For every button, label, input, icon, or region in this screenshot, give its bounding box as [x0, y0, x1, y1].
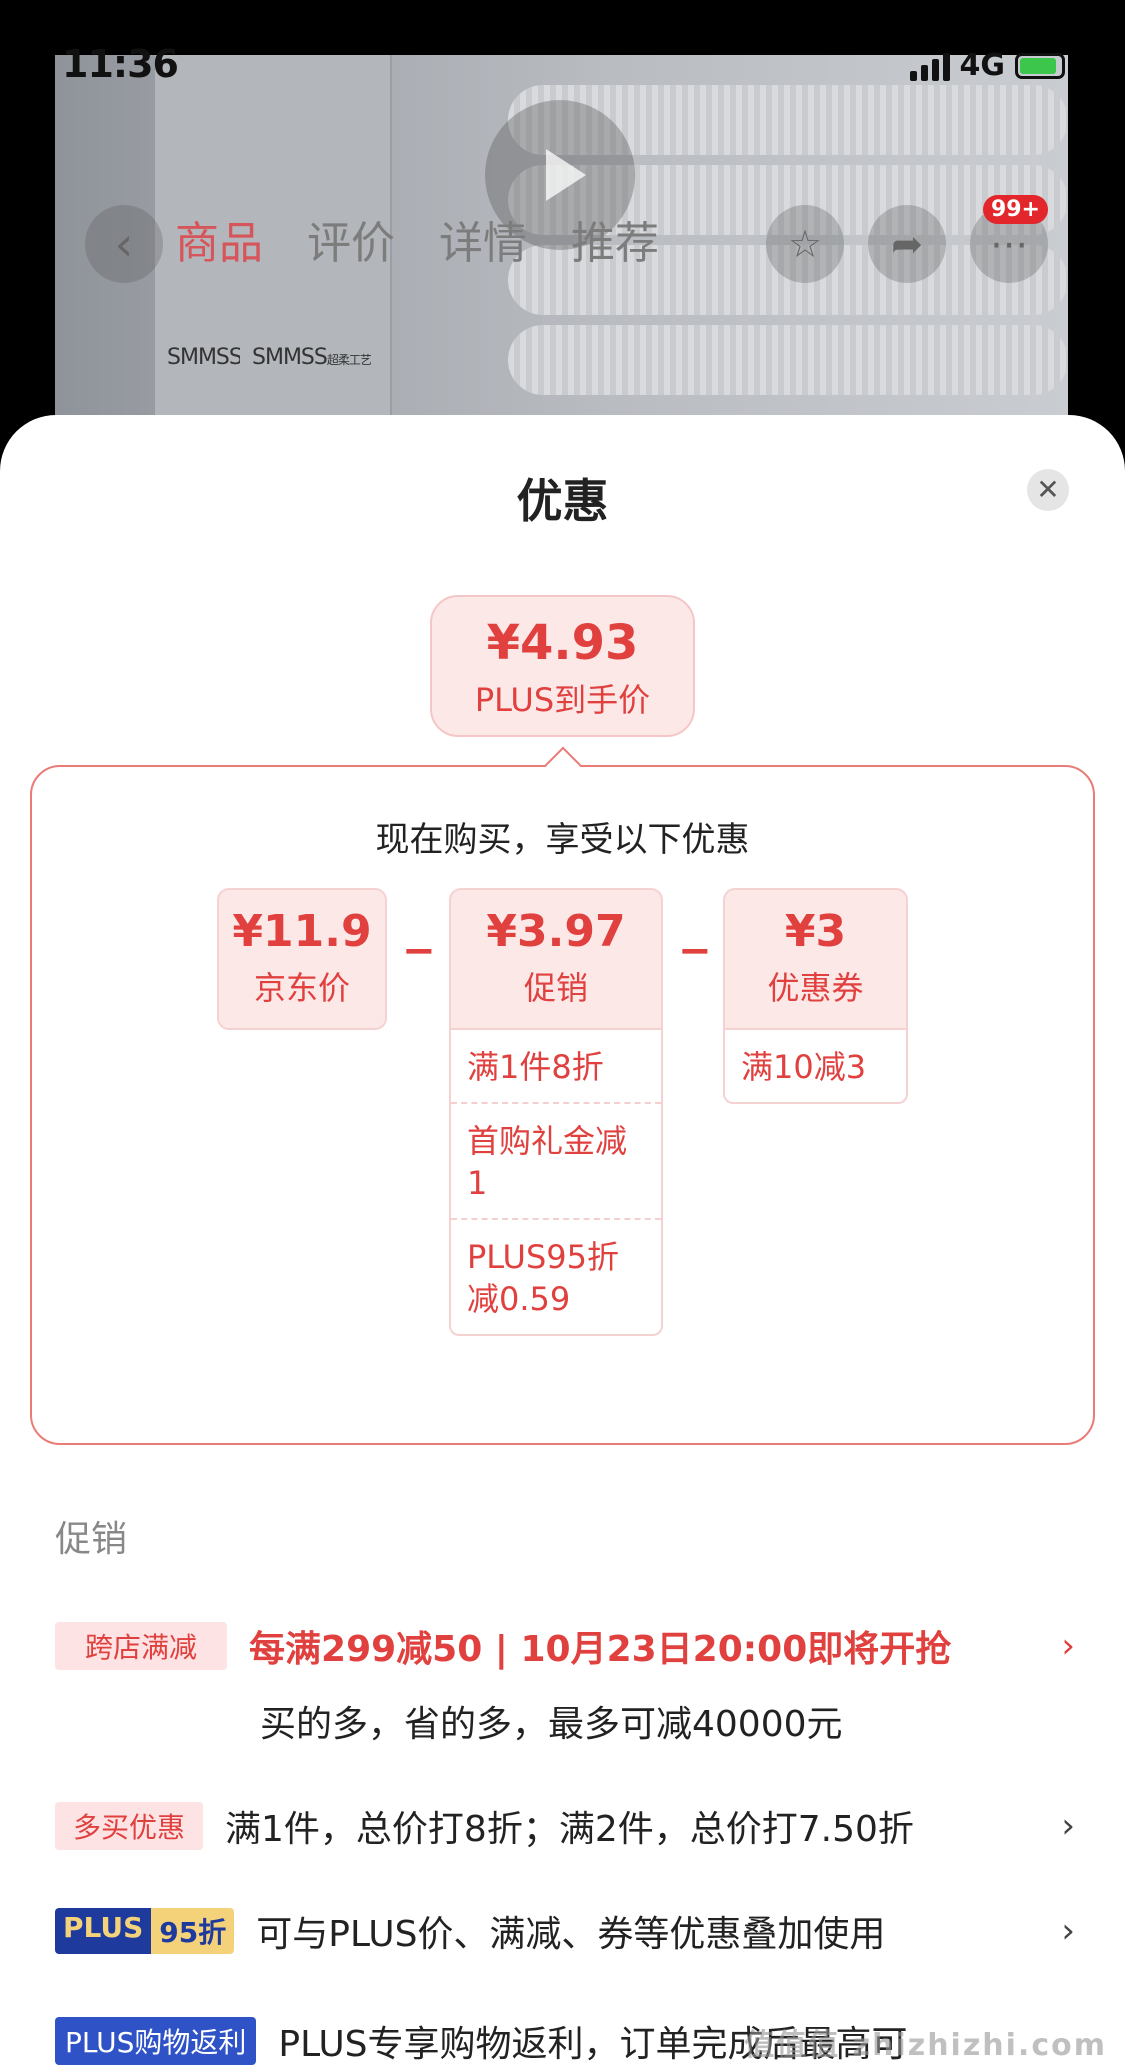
promo-detail-item: 满1件8折: [451, 1030, 661, 1104]
package-brand: SMMSS超柔工艺: [252, 345, 372, 370]
play-video-button[interactable]: [485, 100, 635, 250]
final-price-label: PLUS到手价: [474, 681, 651, 719]
star-icon: ☆: [787, 222, 823, 266]
promo-text: 每满299减50 | 10月23日20:00即将开抢: [249, 1629, 952, 1670]
towel-roll: [508, 325, 1068, 395]
tab-reviews[interactable]: 评价: [307, 218, 395, 269]
product-package: SMMSS超柔工艺: [240, 55, 392, 435]
status-time: 11:36: [62, 42, 179, 86]
plus-final-price: ¥4.93 PLUS到手价: [430, 595, 695, 737]
coupon-detail-item: 满10减3: [741, 1048, 867, 1086]
battery-icon: [1015, 52, 1065, 79]
product-nav-bar: ‹ 商品 评价 详情 推荐 ☆ ➦ ⋯ 99+: [55, 195, 1068, 285]
minus-sign: −: [678, 928, 712, 974]
promo-tag: 跨店满减: [55, 1622, 228, 1670]
price-card-label: 京东价: [253, 969, 350, 1007]
price-card-amount: ¥3: [784, 906, 847, 957]
promo-row-cross-store[interactable]: 跨店满减 每满299减50 | 10月23日20:00即将开抢 ›: [55, 1620, 1075, 1672]
watermark: 值值值 zhizhizhi.com: [744, 2028, 1107, 2063]
back-button[interactable]: ‹: [85, 205, 163, 283]
price-card-amount: ¥11.9: [232, 906, 372, 957]
product-tabs: 商品 评价 详情 推荐: [175, 207, 659, 271]
price-card-promo: ¥3.97 促销: [449, 888, 663, 1030]
promo-tag: 多买优惠: [55, 1802, 204, 1850]
message-badge: 99+: [982, 195, 1048, 224]
tab-goods[interactable]: 商品: [175, 218, 263, 269]
promo-row-plus-rebate[interactable]: PLUS购物返利 PLUS专享购物返利，订单完成后最高可: [55, 2015, 1075, 2067]
close-icon: ✕: [1036, 473, 1060, 506]
promo-text: 可与PLUS价、满减、券等优惠叠加使用: [256, 1914, 886, 1955]
plus-95-tag: PLUS 95折: [55, 1908, 235, 1954]
promo-detail-item: 首购礼金减1: [451, 1104, 661, 1220]
sheet-title: 优惠: [516, 474, 609, 528]
coupon-detail-list: 满10减3: [723, 1030, 908, 1104]
network-type: 4G: [959, 48, 1006, 83]
package-brand: SMMSS: [167, 345, 243, 370]
promo-subtext: 买的多，省的多，最多可减40000元: [260, 1704, 843, 1745]
calc-title: 现在购买，享受以下优惠: [375, 820, 750, 860]
minus-sign: −: [402, 928, 436, 974]
promotions-section-title: 促销: [55, 1519, 128, 1560]
more-icon: ⋯: [990, 222, 1028, 266]
close-button[interactable]: ✕: [1027, 469, 1069, 511]
share-button[interactable]: ➦: [868, 205, 946, 283]
chevron-right-icon: ›: [1061, 1806, 1075, 1846]
favorite-button[interactable]: ☆: [766, 205, 844, 283]
nav-actions: ☆ ➦ ⋯ 99+: [766, 195, 1048, 283]
plus-tag-discount: 95折: [151, 1908, 235, 1954]
final-price-amount: ¥4.93: [486, 615, 639, 671]
tab-details[interactable]: 详情: [439, 218, 527, 269]
share-icon: ➦: [891, 222, 923, 266]
price-card-label: 促销: [523, 969, 588, 1007]
chevron-right-icon: ›: [1061, 1911, 1075, 1951]
promo-text: 满1件，总价打8折；满2件，总价打7.50折: [225, 1809, 914, 1850]
promo-text: PLUS专享购物返利，订单完成后最高可: [278, 2024, 908, 2065]
price-card-amount: ¥3.97: [486, 906, 626, 957]
promo-detail-item: PLUS95折减0.59: [467, 1238, 619, 1318]
promo-row-multi-buy[interactable]: 多买优惠 满1件，总价打8折；满2件，总价打7.50折 ›: [55, 1800, 1075, 1852]
towel-roll: [508, 245, 1068, 315]
price-card-jd: ¥11.9 京东价: [217, 888, 387, 1030]
promo-detail-list: 满1件8折 首购礼金减1 PLUS95折减0.59: [449, 1030, 663, 1336]
chevron-left-icon: ‹: [114, 217, 134, 271]
price-card-coupon: ¥3 优惠券: [723, 888, 908, 1030]
tab-recommend[interactable]: 推荐: [571, 218, 659, 269]
promo-tag: PLUS购物返利: [55, 2017, 257, 2065]
status-indicators: 4G: [909, 48, 1065, 83]
price-card-label: 优惠券: [767, 969, 864, 1007]
promo-row-plus-discount[interactable]: PLUS 95折 可与PLUS价、满减、券等优惠叠加使用 ›: [55, 1905, 1075, 1957]
plus-tag-label: PLUS: [55, 1908, 152, 1954]
chevron-right-icon: ›: [1061, 1626, 1075, 1666]
more-button[interactable]: ⋯ 99+: [970, 195, 1048, 283]
signal-icon: [909, 51, 950, 81]
